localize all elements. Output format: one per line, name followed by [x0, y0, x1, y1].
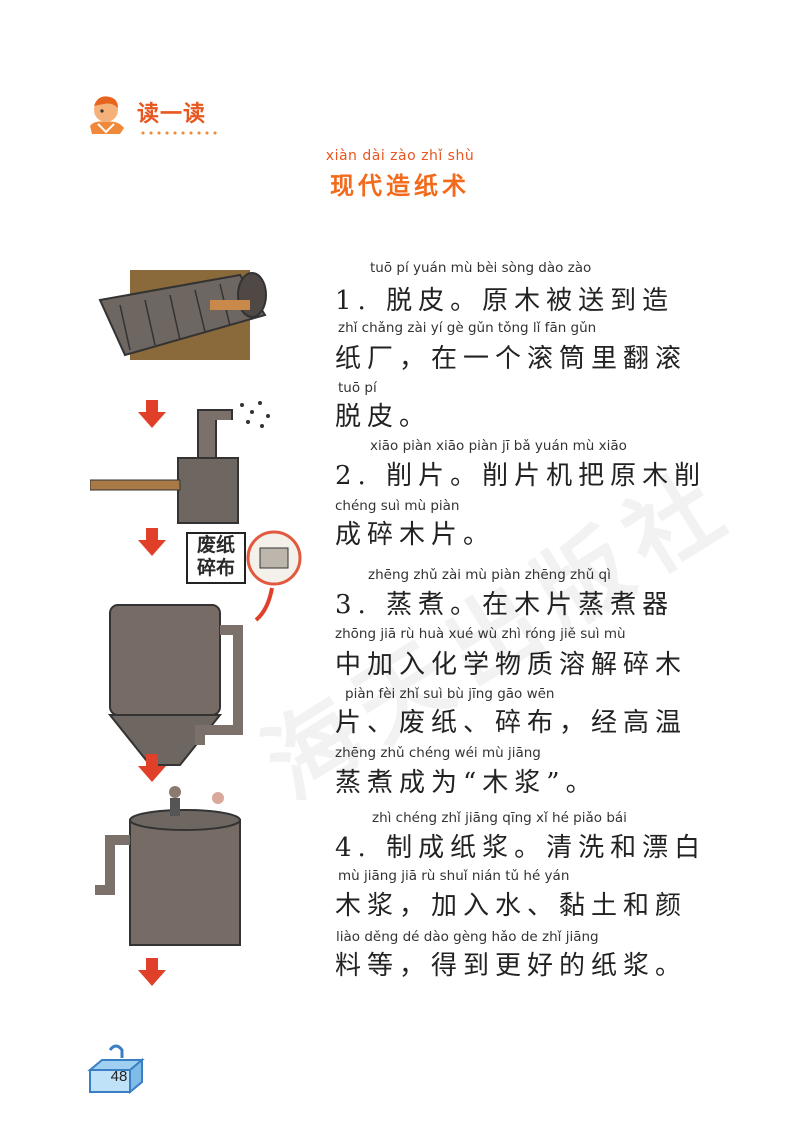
text-line: 4. 制成纸浆。清洗和漂白	[335, 833, 707, 863]
title-pinyin: xiàn dài zào zhǐ shù	[325, 148, 475, 164]
page-number: 48	[110, 1068, 128, 1085]
label-line-2: 碎布	[196, 557, 235, 579]
text-line: 纸厂，在一个滚筒里翻滚	[335, 344, 688, 374]
down-arrow-icon	[138, 754, 166, 782]
dotted-divider	[139, 131, 219, 135]
pinyin-line: xiāo piàn xiāo piàn jī bǎ yuán mù xiāo	[370, 438, 627, 454]
text-line: 蒸煮成为“木浆”。	[335, 768, 598, 798]
process-illustration	[89, 260, 320, 1000]
down-arrow-icon	[138, 400, 166, 428]
text-line: 脱皮。	[335, 402, 432, 432]
pulp-tank-icon	[95, 786, 241, 946]
reader-avatar-icon	[84, 92, 130, 138]
text-line: 片、废纸、碎布，经高温	[335, 708, 688, 738]
pinyin-line: zhōng jiā rù huà xué wù zhì róng jiě suì…	[335, 626, 626, 642]
pinyin-line: liào děng dé dào gèng hǎo de zhǐ jiāng	[336, 929, 599, 945]
down-arrow-icon	[138, 528, 166, 556]
page-title: 现代造纸术	[330, 172, 470, 200]
digester-tank-icon	[107, 604, 243, 766]
pinyin-line: chéng suì mù piàn	[335, 498, 460, 514]
pinyin-line: tuō pí	[338, 380, 377, 396]
text-line: 成碎木片。	[335, 520, 496, 550]
pinyin-line: zhēng zhǔ chéng wéi mù jiāng	[335, 745, 541, 761]
label-line-1: 废纸	[196, 534, 235, 556]
page-number-badge	[86, 1040, 146, 1096]
text-line: 木浆，加入水、黏土和颜	[335, 891, 688, 921]
text-line: 中加入化学物质溶解碎木	[335, 650, 688, 680]
text-line: 1. 脱皮。原木被送到造	[335, 286, 675, 316]
debarking-drum-icon	[98, 272, 267, 357]
chipper-machine-icon	[89, 401, 270, 524]
pinyin-line: zhì chéng zhǐ jiāng qīng xǐ hé piǎo bái	[372, 810, 627, 826]
text-line: 3. 蒸煮。在木片蒸煮器	[335, 590, 675, 620]
pinyin-line: zhēng zhǔ zài mù piàn zhēng zhǔ qì	[368, 567, 611, 583]
text-line: 料等，得到更好的纸浆。	[335, 951, 688, 981]
pinyin-line: mù jiāng jiā rù shuǐ nián tǔ hé yán	[338, 868, 570, 884]
pinyin-line: zhǐ chǎng zài yí gè gǔn tǒng lǐ fān gǔn	[338, 320, 597, 336]
waste-paper-label: 废纸 碎布	[186, 532, 246, 584]
down-arrow-icon	[138, 958, 166, 986]
pinyin-line: piàn fèi zhǐ suì bù jīng gāo wēn	[345, 686, 555, 702]
section-label: 读一读	[137, 102, 207, 127]
pinyin-line: tuō pí yuán mù bèi sòng dào zào	[370, 260, 592, 276]
text-line: 2. 削片。削片机把原木削	[335, 461, 707, 491]
